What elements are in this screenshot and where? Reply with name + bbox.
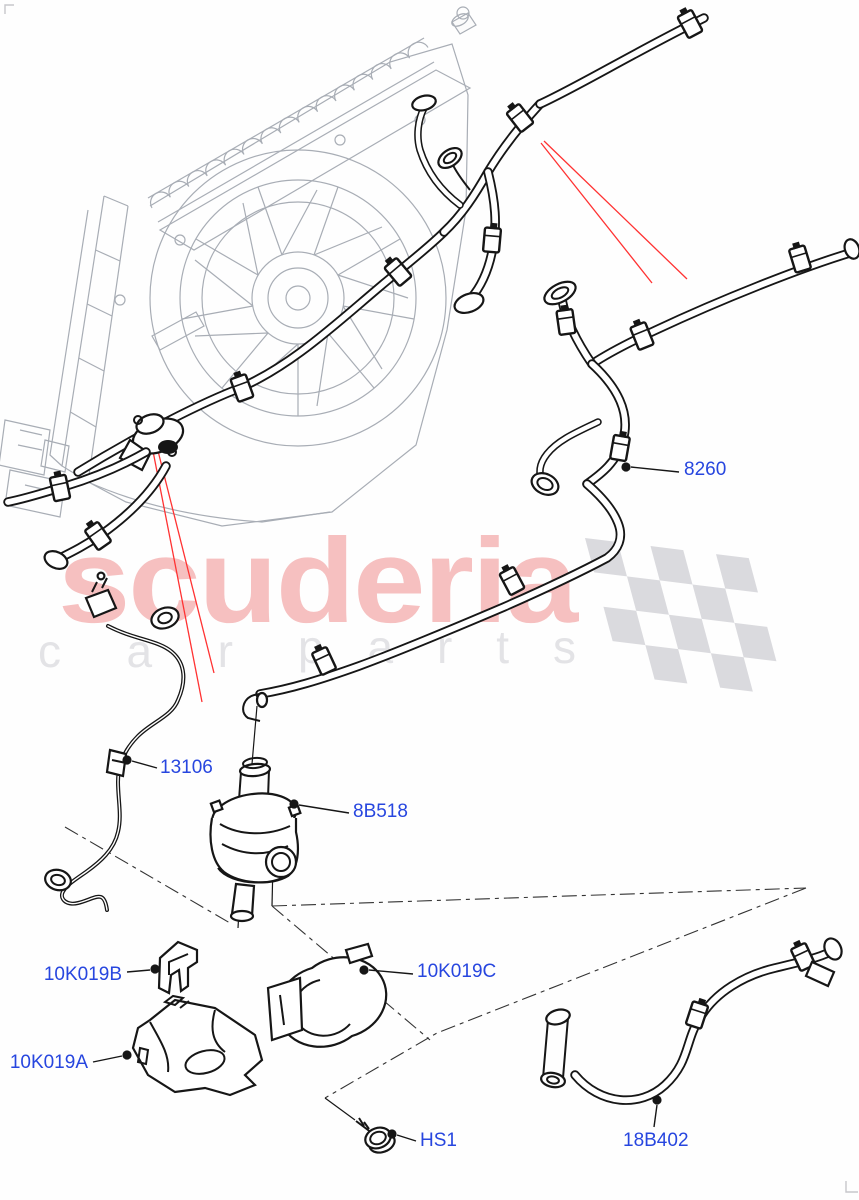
- leader-dot: [359, 965, 369, 975]
- watermark-subtitle-parts: p a r t s: [298, 621, 576, 673]
- watermark: scuderia c a r p a r t s: [38, 514, 777, 692]
- part-label-13106[interactable]: 13106: [160, 757, 213, 778]
- leader-line: [396, 1134, 417, 1142]
- corner-mark-top-left: [4, 4, 14, 14]
- hose-assembly-8260: [242, 238, 859, 722]
- leader-line: [92, 1055, 123, 1063]
- callout-13106: 13106: [122, 755, 213, 778]
- part-label-18b402[interactable]: 18B402: [623, 1130, 689, 1151]
- callout-10k019b: 10K019B: [44, 964, 160, 985]
- part-label-hs1[interactable]: HS1: [420, 1130, 457, 1151]
- leader-dot: [150, 964, 160, 974]
- hose-clamp: [786, 239, 813, 275]
- thermostat-housing: [118, 413, 185, 472]
- leader-dot: [621, 462, 631, 472]
- hose-18b402: [540, 937, 843, 1101]
- bolt-hs1: [355, 1117, 396, 1154]
- part-label-8260[interactable]: 8260: [684, 459, 726, 480]
- part-label-10k019c[interactable]: 10K019C: [417, 961, 496, 982]
- leader-dot: [289, 799, 299, 809]
- leader-line: [131, 760, 158, 769]
- part-label-10k019a[interactable]: 10K019A: [10, 1052, 89, 1073]
- clamp-10k019c: [266, 942, 388, 1048]
- radiator-fan-assembly: [0, 6, 477, 527]
- leader-line: [630, 466, 680, 473]
- callout-8b518: 8B518: [289, 799, 408, 822]
- hose-clamp: [684, 995, 712, 1031]
- upper-hose-assembly: [8, 4, 704, 570]
- hose-clamp: [47, 468, 72, 503]
- part-label-10k019b[interactable]: 10K019B: [44, 964, 122, 985]
- part-callouts: 8260 13106 8B518 10K019B 10K019C 10K019A: [10, 459, 726, 1151]
- part-label-8b518[interactable]: 8B518: [353, 801, 408, 822]
- leader-line: [298, 804, 350, 814]
- hose-clamp: [227, 368, 255, 404]
- hose-clamp: [502, 98, 535, 134]
- corner-mark-bottom-right: [845, 1181, 858, 1193]
- leader-dot: [387, 1129, 397, 1139]
- leader-line: [368, 969, 414, 975]
- hose-clamp: [554, 302, 577, 337]
- phantom-lines: [64, 705, 807, 1121]
- water-pump-8b518: [209, 756, 302, 923]
- leader-line: [653, 1104, 658, 1128]
- bracket-10k019b: [157, 940, 199, 995]
- callout-10k019a: 10K019A: [10, 1050, 132, 1073]
- leader-dot: [122, 755, 132, 765]
- bracket-10k019a: [131, 994, 264, 1097]
- callout-8260: 8260: [621, 459, 726, 480]
- checkered-flag: [585, 538, 777, 692]
- leader-dot: [652, 1095, 662, 1105]
- red-callout-lines: [151, 140, 688, 703]
- leader-line: [126, 969, 151, 973]
- leader-dot: [122, 1050, 132, 1060]
- callout-10k019c: 10K019C: [359, 961, 496, 982]
- harness-clip: [105, 748, 128, 778]
- watermark-brand: scuderia: [58, 514, 580, 648]
- callout-hs1: HS1: [387, 1129, 457, 1151]
- callout-18b402: 18B402: [623, 1095, 689, 1151]
